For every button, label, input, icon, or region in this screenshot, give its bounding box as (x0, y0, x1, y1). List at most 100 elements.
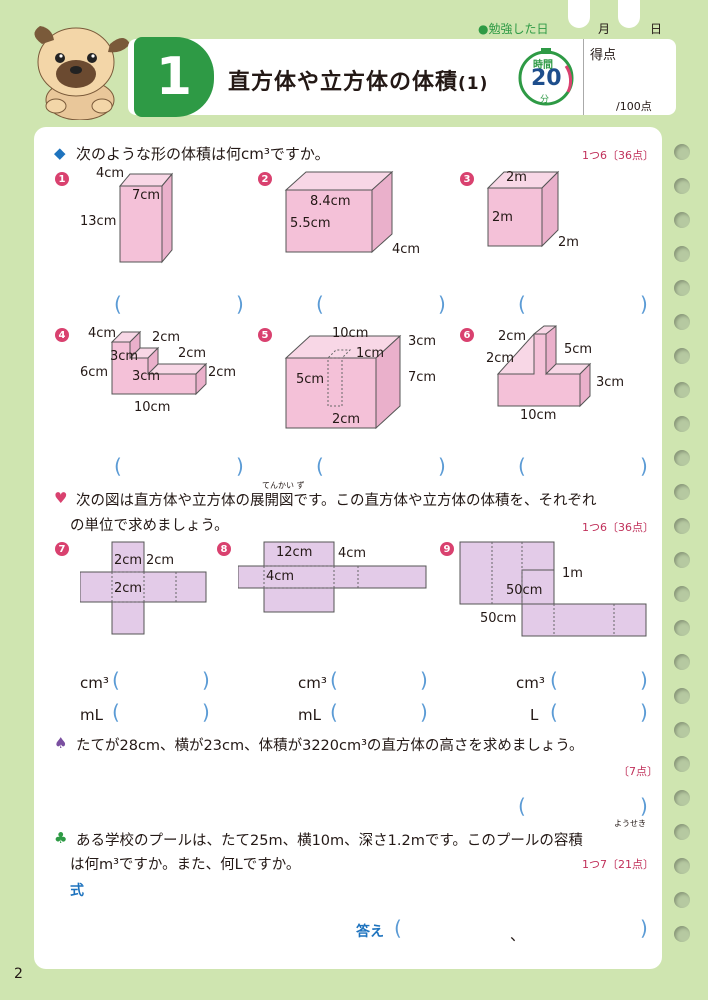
answer-paren-open: ( (112, 668, 120, 692)
fig6-label: 2cm (498, 329, 527, 344)
answer-paren-close: ) (438, 292, 446, 316)
answer-paren-close: ) (438, 454, 446, 478)
fig4-label: 10cm (134, 400, 171, 415)
figure-1-prism (118, 172, 174, 264)
figure-5-hollow-prism (284, 334, 402, 430)
item-number-6: 6 (460, 328, 474, 342)
fig3-label: 2m (492, 210, 513, 225)
figure-3-cube (486, 170, 560, 248)
unit-ml: mL (298, 706, 321, 724)
answer-paren-close: ) (640, 794, 648, 818)
answer-paren-close: ) (202, 668, 210, 692)
binder-hole (674, 824, 690, 840)
figure-2-prism (284, 170, 394, 254)
unit-cm3: cm³ (516, 674, 545, 692)
binder-hole (674, 858, 690, 874)
unit-number: 1 (155, 47, 193, 107)
answer-paren-close: ) (640, 700, 648, 724)
fig1-label: 7cm (132, 188, 161, 203)
q4-text-line2: は何m³ですか。また、何Lですか。 (70, 857, 301, 873)
binder-hole (674, 722, 690, 738)
answer-paren-close: ) (640, 292, 648, 316)
fig6-label: 5cm (564, 342, 593, 357)
fig5-label: 1cm (356, 346, 385, 361)
timer-label: 時間 (533, 60, 553, 71)
answer-paren-open: ( (330, 700, 338, 724)
binder-hole (674, 620, 690, 636)
fig8-label: 12cm (276, 545, 313, 560)
binder-hole (674, 892, 690, 908)
fig4-label: 3cm (110, 349, 139, 364)
q1-icon: ◆ (54, 144, 66, 162)
fig5-label: 7cm (408, 370, 437, 385)
binder-hole (674, 790, 690, 806)
binder-hole (674, 314, 690, 330)
answer-paren-open: ( (112, 700, 120, 724)
binder-hole (674, 144, 690, 160)
q3-icon: ♠ (54, 734, 68, 752)
study-date-label: ●勉強した日 (478, 22, 549, 36)
fig5-label: 10cm (332, 326, 369, 341)
fig1-label: 13cm (80, 214, 117, 229)
answer-paren-open: ( (394, 916, 402, 940)
score-max: /100点 (616, 100, 652, 113)
fig9-label: 50cm (506, 583, 543, 598)
q3-text: たてが28cm、横が23cm、体積が3220cm³の直方体の高さを求めましょう。 (76, 738, 584, 754)
answer-paren-open: ( (550, 700, 558, 724)
fig7-label: 2cm (114, 553, 143, 568)
page-title: 直方体や立方体の体積(1) (228, 64, 488, 96)
unit-number-badge: 1 (134, 37, 214, 117)
q4-ruby: ようせき (614, 819, 646, 828)
fig5-label: 2cm (332, 412, 361, 427)
fig5-label: 3cm (408, 334, 437, 349)
figure-9-prism-net (459, 541, 647, 637)
timer-unit: 分 (540, 95, 550, 105)
mascot-dog-illustration (34, 26, 130, 120)
q2-icon: ♥ (54, 489, 68, 507)
q1-text: 次のような形の体積は何cm³ですか。 (76, 145, 330, 163)
day-label: 日 (650, 22, 663, 36)
answer-label: 答え (356, 924, 384, 940)
answer-paren-close: ) (236, 454, 244, 478)
unit-l: L (530, 706, 539, 724)
answer-paren-open: ( (316, 292, 324, 316)
binder-hole (674, 654, 690, 670)
binder-hole (674, 450, 690, 466)
fig2-label: 5.5cm (290, 216, 331, 231)
fig9-label: 1m (562, 566, 583, 581)
fig2-label: 4cm (392, 242, 421, 257)
q4-text-line1: ある学校のプールは、たて25m、横10m、深さ1.2mです。このプールの容積 (76, 833, 583, 849)
fig9-label: 50cm (480, 611, 517, 626)
q3-points: 〔7点〕 (618, 765, 658, 778)
item-number-7: 7 (55, 542, 69, 556)
binder-hole (674, 280, 690, 296)
title-suffix: (1) (458, 74, 489, 94)
fig4-label: 6cm (80, 365, 109, 380)
fig1-label: 4cm (96, 166, 125, 181)
answer-paren-open: ( (330, 668, 338, 692)
unit-cm3: cm³ (80, 674, 109, 692)
fig4-label: 4cm (88, 326, 117, 341)
unit-ml: mL (80, 706, 103, 724)
item-number-9: 9 (440, 542, 454, 556)
answer-paren-close: ) (640, 668, 648, 692)
answer-paren-open: ( (518, 454, 526, 478)
binder-hole (674, 484, 690, 500)
binder-hole (674, 212, 690, 228)
q2-ruby: てんかい ず (262, 481, 305, 490)
answer-paren-open: ( (316, 454, 324, 478)
timer-icon (518, 48, 574, 106)
q1-points: 1つ6〔36点〕 (582, 149, 654, 162)
fig8-label: 4cm (266, 569, 295, 584)
fig4-label: 2cm (208, 365, 237, 380)
fig4-label: 2cm (152, 330, 181, 345)
figure-4-step-solid (110, 330, 208, 396)
answer-paren-open: ( (114, 292, 122, 316)
binder-hole (674, 552, 690, 568)
page-number: 2 (14, 966, 23, 982)
answer-paren-close: ) (420, 668, 428, 692)
binder-hole (674, 756, 690, 772)
q4-icon: ♣ (54, 829, 68, 847)
binder-hole (674, 382, 690, 398)
answer-paren-close: ) (202, 700, 210, 724)
